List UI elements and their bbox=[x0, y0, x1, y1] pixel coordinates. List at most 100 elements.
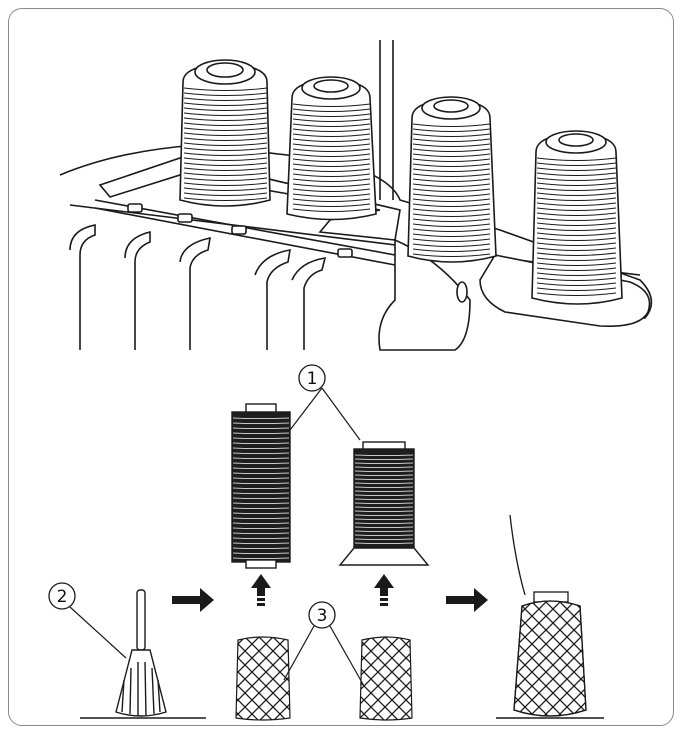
winding-line bbox=[354, 534, 414, 536]
winding-line bbox=[354, 466, 414, 468]
cone-winding-line bbox=[536, 267, 617, 271]
cone-winding-line bbox=[412, 253, 491, 257]
up-arrow-1 bbox=[251, 574, 271, 606]
winding-line bbox=[354, 486, 414, 488]
cone-winding-line bbox=[183, 177, 268, 181]
cone-winding-line bbox=[292, 173, 371, 177]
cone-winding-line bbox=[536, 207, 617, 211]
small-spool bbox=[338, 441, 430, 566]
cone-winding-line bbox=[292, 123, 371, 127]
right-arrow-1 bbox=[172, 588, 214, 612]
cone-winding-line bbox=[183, 142, 268, 146]
cone-winding-line bbox=[536, 167, 617, 171]
winding-line bbox=[232, 417, 290, 419]
cone-winding-line bbox=[412, 163, 491, 167]
winding-line bbox=[232, 507, 290, 509]
cone-winding-line bbox=[412, 248, 491, 252]
cone-winding-line bbox=[412, 168, 491, 172]
cone-winding-line bbox=[412, 153, 491, 157]
winding-line bbox=[232, 437, 290, 439]
cone-winding-line bbox=[536, 292, 617, 296]
cone-winding-line bbox=[183, 152, 268, 156]
callout-2: 2 bbox=[48, 582, 127, 659]
winding-line bbox=[354, 458, 414, 460]
winding-line bbox=[232, 552, 290, 554]
winding-line bbox=[232, 477, 290, 479]
cone-winding-line bbox=[292, 178, 371, 182]
winding-line bbox=[232, 447, 290, 449]
winding-line bbox=[354, 478, 414, 480]
cone-winding-line bbox=[536, 252, 617, 256]
cone-winding-line bbox=[536, 247, 617, 251]
winding-line bbox=[354, 514, 414, 516]
winding-line bbox=[354, 530, 414, 532]
cone-winding-line bbox=[183, 137, 268, 141]
winding-line bbox=[354, 522, 414, 524]
cone-winding-line bbox=[183, 162, 268, 166]
up-arrow-2 bbox=[374, 574, 394, 606]
cone-winding-line bbox=[183, 187, 268, 191]
winding-line bbox=[232, 502, 290, 504]
winding-line bbox=[232, 482, 290, 484]
cone-winding-line bbox=[292, 168, 371, 172]
cone-2 bbox=[286, 76, 377, 221]
winding-line bbox=[354, 502, 414, 504]
cone-winding-line bbox=[536, 217, 617, 221]
cone-winding-line bbox=[412, 178, 491, 182]
cone-winding-line bbox=[536, 232, 617, 236]
cone-winding-line bbox=[536, 202, 617, 206]
cone-3 bbox=[407, 96, 497, 263]
cone-winding-line bbox=[183, 167, 268, 171]
cone-winding-line bbox=[536, 157, 617, 161]
cone-winding-line bbox=[536, 257, 617, 261]
winding-line bbox=[232, 487, 290, 489]
cone-winding-line bbox=[292, 208, 371, 212]
cone-winding-line bbox=[412, 138, 491, 142]
cone-winding-line bbox=[536, 162, 617, 166]
winding-line bbox=[232, 462, 290, 464]
cone-winding-line bbox=[292, 148, 371, 152]
cone-winding-line bbox=[292, 153, 371, 157]
winding-line bbox=[232, 442, 290, 444]
cone-winding-line bbox=[412, 228, 491, 232]
cone-winding-line bbox=[412, 128, 491, 132]
winding-line bbox=[232, 467, 290, 469]
winding-line bbox=[232, 557, 290, 559]
cone-winding-line bbox=[292, 138, 371, 142]
winding-line bbox=[354, 542, 414, 544]
cone-winding-line bbox=[183, 192, 268, 196]
winding-line bbox=[232, 527, 290, 529]
cone-winding-line bbox=[536, 242, 617, 246]
callout-3-label: 3 bbox=[317, 606, 328, 626]
cone-winding-line bbox=[536, 177, 617, 181]
cone-winding-line bbox=[292, 198, 371, 202]
cone-winding-line bbox=[292, 163, 371, 167]
winding-line bbox=[354, 462, 414, 464]
cone-winding-line bbox=[292, 133, 371, 137]
cone-winding-line bbox=[536, 212, 617, 216]
cone-winding-line bbox=[292, 188, 371, 192]
cone-4 bbox=[531, 130, 623, 305]
cone-winding-line bbox=[412, 173, 491, 177]
cone-winding-line bbox=[183, 92, 268, 96]
cone-winding-line bbox=[412, 203, 491, 207]
cone-winding-line bbox=[536, 282, 617, 286]
callout-2-label: 2 bbox=[57, 587, 68, 607]
cone-winding-line bbox=[412, 238, 491, 242]
cone-winding-line bbox=[536, 187, 617, 191]
winding-line bbox=[232, 532, 290, 534]
cone-winding-line bbox=[536, 227, 617, 231]
spool-pin-cap bbox=[80, 589, 206, 719]
winding-line bbox=[232, 432, 290, 434]
cone-winding-line bbox=[183, 182, 268, 186]
cone-winding-line bbox=[292, 203, 371, 207]
cone-winding-line bbox=[536, 272, 617, 276]
cone-winding-line bbox=[412, 143, 491, 147]
winding-line bbox=[232, 472, 290, 474]
cone-winding-line bbox=[292, 143, 371, 147]
winding-line bbox=[354, 506, 414, 508]
winding-line bbox=[232, 517, 290, 519]
winding-line bbox=[232, 452, 290, 454]
cone-winding-line bbox=[536, 237, 617, 241]
